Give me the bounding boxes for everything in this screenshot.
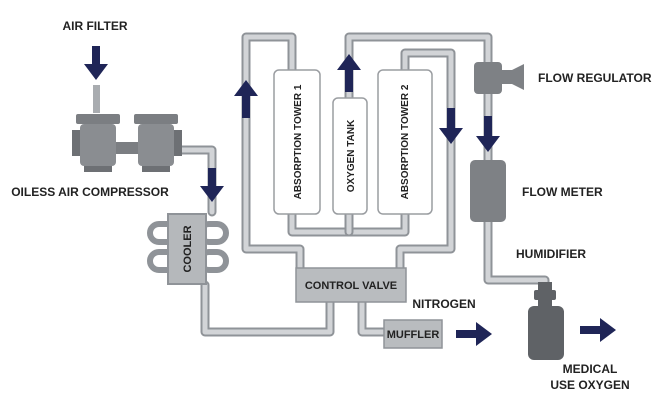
muffler-label: MUFFLER bbox=[387, 329, 440, 341]
arrow-icon bbox=[234, 80, 258, 118]
tower2-label: ABSORPTION TOWER 2 bbox=[400, 84, 411, 199]
compressor-icon bbox=[72, 114, 182, 172]
compressor-label: OILESS AIR COMPRESSOR bbox=[11, 185, 169, 199]
flow-arrows bbox=[84, 46, 616, 346]
arrow-icon bbox=[84, 46, 108, 80]
air-filter-label: AIR FILTER bbox=[62, 19, 127, 33]
arrow-icon bbox=[476, 116, 500, 152]
arrow-icon bbox=[580, 318, 616, 342]
nitrogen-label: NITROGEN bbox=[412, 297, 475, 311]
arrow-icon bbox=[456, 322, 492, 346]
flow-meter bbox=[470, 160, 506, 222]
pipe-compressor-to-cooler bbox=[173, 145, 217, 217]
arrow-icon bbox=[439, 108, 463, 144]
flow-meter-label: FLOW METER bbox=[522, 185, 603, 199]
bottle-icon bbox=[528, 282, 564, 360]
medical-oxygen-label-line1: MEDICAL bbox=[563, 362, 618, 376]
arrow-icon bbox=[337, 54, 361, 92]
pipe-valve-to-muffler bbox=[357, 297, 389, 337]
oxygen-tank-label: OXYGEN TANK bbox=[346, 119, 357, 192]
tower1-label: ABSORPTION TOWER 1 bbox=[293, 84, 304, 199]
valve-icon bbox=[474, 62, 524, 94]
flow-regulator-label: FLOW REGULATOR bbox=[538, 71, 652, 85]
control-valve bbox=[295, 267, 407, 303]
absorption-tower-1 bbox=[273, 69, 321, 215]
medical-oxygen-label-line2: USE OXYGEN bbox=[550, 378, 629, 392]
cooler-label: COOLER bbox=[182, 225, 194, 272]
arrow-icon bbox=[200, 168, 224, 202]
control-valve-label: CONTROL VALVE bbox=[305, 280, 397, 292]
air-filter-intake bbox=[93, 85, 100, 113]
absorption-tower-2 bbox=[377, 69, 433, 215]
humidifier-label: HUMIDIFIER bbox=[516, 247, 586, 261]
cooler-unit bbox=[167, 213, 207, 285]
muffler bbox=[383, 319, 443, 349]
oxygen-tank bbox=[332, 97, 368, 215]
